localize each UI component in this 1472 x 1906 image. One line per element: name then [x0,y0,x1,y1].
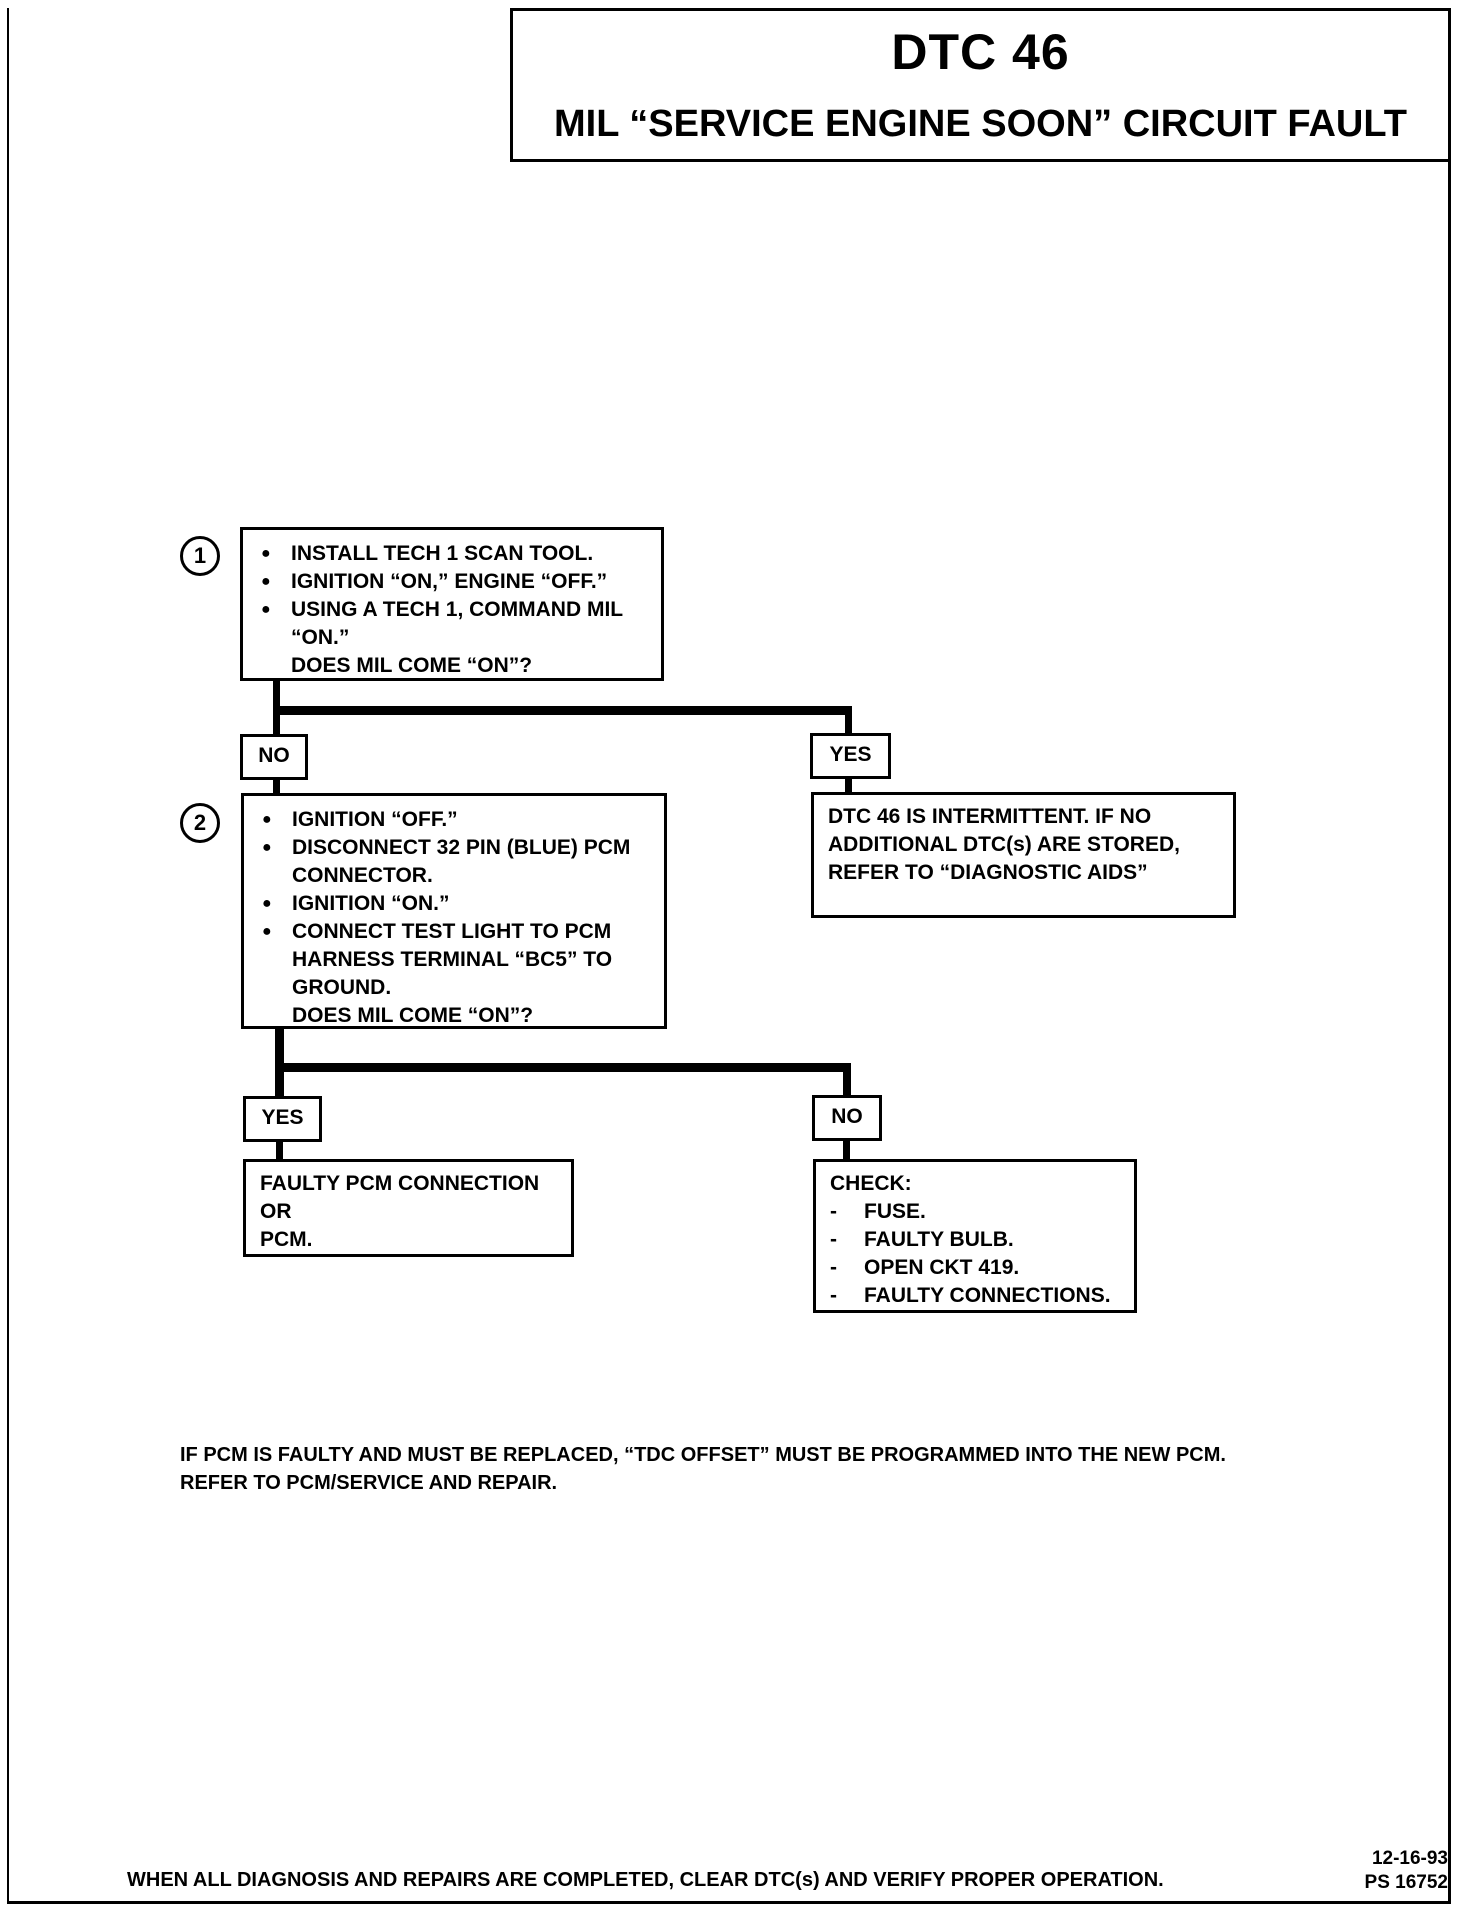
title-block: DTC 46 MIL “SERVICE ENGINE SOON” CIRCUIT… [510,8,1451,162]
connector-yes1-to-result [845,778,852,794]
step-1-item: USING A TECH 1, COMMAND MIL “ON.” [243,596,651,652]
step-2-item: IGNITION “ON.” [244,890,654,918]
connector-yes2-to-result [276,1141,283,1161]
step-1-question: DOES MIL COME “ON”? [291,654,533,677]
step-2-yes-result-box: FAULTY PCM CONNECTION OR PCM. [243,1159,574,1257]
step-2-marker: 2 [180,803,220,843]
connector-step2-down [275,1028,284,1140]
step-2-question: DOES MIL COME “ON”? [292,1004,534,1027]
step-1-yes-result-box: DTC 46 IS INTERMITTENT. IF NO ADDITIONAL… [811,792,1236,918]
branch-1-yes-label: YES [810,733,891,779]
ps-number: PS 16752 [1364,1872,1448,1893]
connector-branch1-yes-drop [845,706,852,735]
step-2-box: IGNITION “OFF.” DISCONNECT 32 PIN (BLUE)… [241,793,667,1029]
pcm-replacement-note: IF PCM IS FAULTY AND MUST BE REPLACED, “… [180,1441,1226,1497]
branch-2-no-label: NO [812,1095,882,1141]
revision-date: 12-16-93 [1371,1848,1448,1869]
step-2-no-result-box: CHECK: FUSE. FAULTY BULB. OPEN CKT 419. … [813,1159,1137,1313]
step-1-item: INSTALL TECH 1 SCAN TOOL. [243,540,651,568]
check-item: OPEN CKT 419. [830,1254,1124,1282]
check-heading: CHECK: [830,1172,912,1195]
connector-no2-to-result [843,1139,850,1161]
reference-block: 12-16-93 PS 16752 [1365,1847,1448,1895]
note-line: IF PCM IS FAULTY AND MUST BE REPLACED, “… [180,1444,1226,1466]
footer-instruction: WHEN ALL DIAGNOSIS AND REPAIRS ARE COMPL… [127,1869,1164,1891]
check-item: FAULTY CONNECTIONS. [830,1282,1124,1310]
step-2-yes-result-line: PCM. [260,1228,313,1251]
step-1-box: INSTALL TECH 1 SCAN TOOL. IGNITION “ON,”… [240,527,664,681]
branch-1-no-label: NO [240,734,308,780]
step-2-item: DISCONNECT 32 PIN (BLUE) PCM CONNECTOR. [244,834,654,890]
connector-branch1-horizontal [273,706,852,715]
step-1-item: IGNITION “ON,” ENGINE “OFF.” [243,568,651,596]
step-2-yes-result-line: FAULTY PCM CONNECTION [260,1172,540,1195]
step-1-yes-result-text: DTC 46 IS INTERMITTENT. IF NO ADDITIONAL… [828,805,1180,884]
page-border [7,8,1451,1904]
page-subtitle: MIL “SERVICE ENGINE SOON” CIRCUIT FAULT [554,103,1407,145]
connector-branch2-horizontal [275,1063,851,1072]
page-title: DTC 46 [891,24,1070,80]
branch-2-yes-label: YES [243,1096,322,1142]
step-2-item: CONNECT TEST LIGHT TO PCM HARNESS TERMIN… [244,918,654,1002]
step-1-marker: 1 [180,536,220,576]
connector-branch2-no-drop [843,1063,851,1097]
note-line: REFER TO PCM/SERVICE AND REPAIR. [180,1472,558,1494]
step-2-items: IGNITION “OFF.” DISCONNECT 32 PIN (BLUE)… [244,796,664,1002]
step-2-item: IGNITION “OFF.” [244,806,654,834]
check-list: FUSE. FAULTY BULB. OPEN CKT 419. FAULTY … [830,1198,1124,1310]
check-item: FAULTY BULB. [830,1226,1124,1254]
step-2-yes-result-line: OR [260,1200,292,1223]
check-item: FUSE. [830,1198,1124,1226]
connector-no1-to-step2 [273,779,280,795]
step-1-items: INSTALL TECH 1 SCAN TOOL. IGNITION “ON,”… [243,530,661,652]
